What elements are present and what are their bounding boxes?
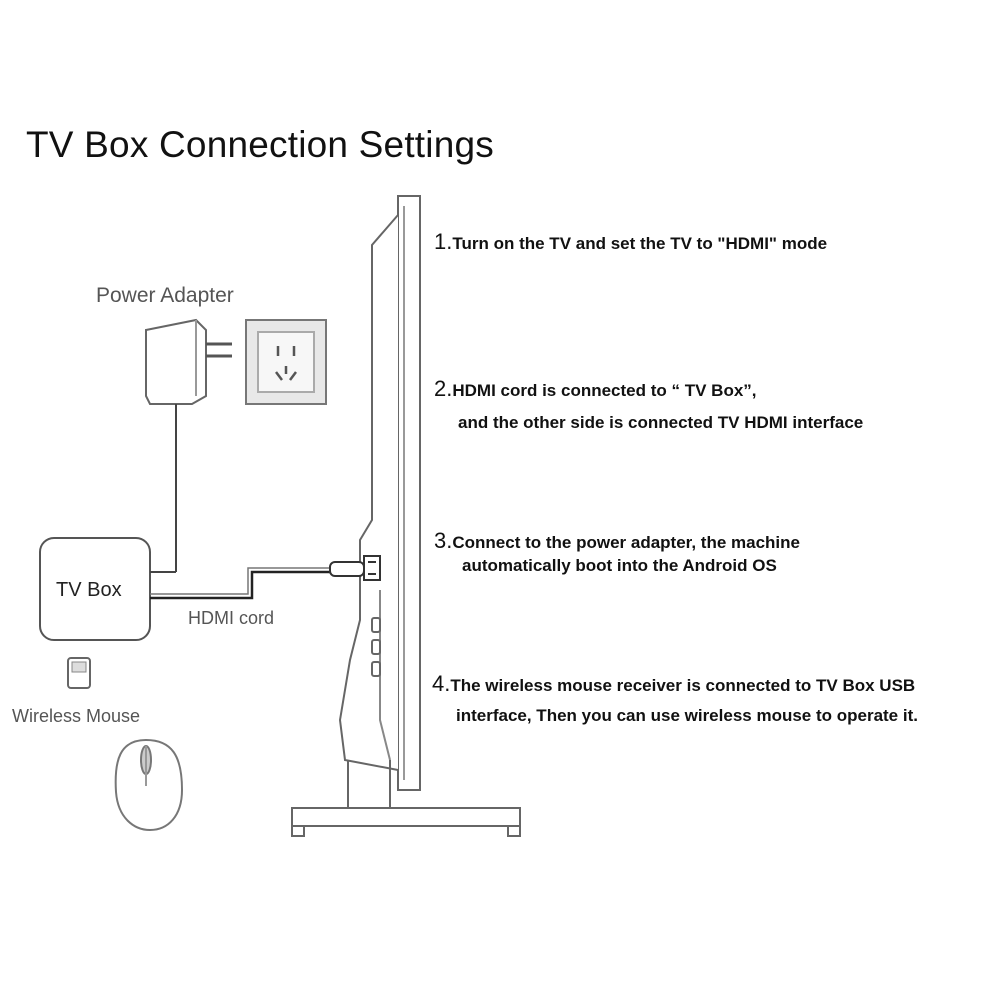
usb-receiver-icon — [67, 657, 91, 689]
step-2: 2.HDMI cord is connected to “ TV Box”, — [434, 376, 757, 404]
hdmi-cord-label: HDMI cord — [188, 608, 275, 628]
step-1-text: Turn on the TV and set the TV to "HDMI" … — [452, 234, 828, 253]
step-4-text-line-1: The wireless mouse receiver is connected… — [450, 676, 916, 695]
tv-box-label: TV Box — [56, 579, 122, 601]
step-4-number: 4. — [432, 671, 451, 696]
step-3-text-line-1: Connect to the power adapter, the machin… — [452, 533, 800, 552]
power-adapter-label: Power Adapter — [96, 284, 234, 307]
step-3-number: 3. — [434, 528, 453, 553]
wireless-mouse-icon — [114, 738, 184, 832]
step-3: 3.Connect to the power adapter, the mach… — [434, 528, 800, 556]
step-4-text-line-2: interface, Then you can use wireless mou… — [456, 706, 918, 725]
tv-illustration — [291, 195, 521, 837]
step-2-text-line-2: and the other side is connected TV HDMI … — [458, 413, 864, 432]
step-4: 4.The wireless mouse receiver is connect… — [432, 671, 915, 699]
step-2-text-line-1: HDMI cord is connected to “ TV Box”, — [452, 381, 757, 400]
tv-box-icon — [39, 537, 176, 641]
wall-outlet-icon — [245, 319, 327, 405]
power-adapter-icon — [145, 318, 232, 572]
page-title: TV Box Connection Settings — [26, 124, 494, 165]
wireless-mouse-label: Wireless Mouse — [12, 706, 141, 726]
step-1-number: 1. — [434, 229, 453, 254]
hdmi-cord — [150, 561, 365, 600]
step-1: 1.Turn on the TV and set the TV to "HDMI… — [434, 229, 827, 257]
step-2-number: 2. — [434, 376, 453, 401]
step-3-text-line-2: automatically boot into the Android OS — [462, 556, 777, 575]
